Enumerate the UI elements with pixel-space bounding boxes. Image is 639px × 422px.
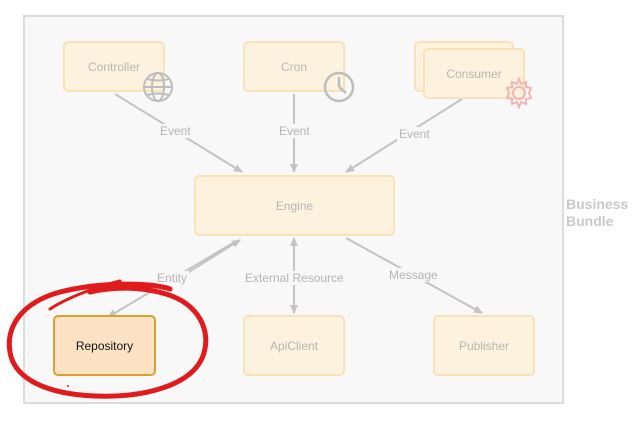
cron-label: Cron	[280, 59, 307, 74]
cron-node[interactable]: Cron	[243, 41, 345, 92]
repository-label: Repository	[75, 338, 134, 353]
edge-label-controller-event: Event	[158, 124, 193, 138]
business-bundle-label-line1: Business	[566, 196, 629, 212]
publisher-label: Publisher	[458, 338, 510, 353]
globe-icon	[143, 72, 173, 102]
business-bundle-label-line2: Bundle	[566, 213, 614, 229]
edge-label-external-resource: External Resource	[243, 271, 346, 285]
controller-label: Controller	[87, 59, 141, 74]
edge-label-message: Message	[387, 268, 440, 282]
repository-node[interactable]: Repository	[53, 315, 156, 376]
consumer-label: Consumer	[446, 66, 502, 81]
business-bundle-label: Business Bundle	[566, 196, 628, 230]
edge-label-consumer-event: Event	[397, 127, 432, 141]
engine-label: Engine	[275, 198, 314, 213]
apiclient-node[interactable]: ApiClient	[243, 315, 345, 376]
apiclient-label: ApiClient	[269, 338, 319, 353]
controller-node[interactable]: Controller	[63, 41, 165, 92]
engine-node[interactable]: Engine	[194, 175, 395, 236]
gear-icon	[505, 76, 533, 110]
edge-label-cron-event: Event	[277, 124, 312, 138]
clock-icon	[323, 71, 355, 103]
publisher-node[interactable]: Publisher	[433, 315, 535, 376]
edge-label-entity: Entity	[155, 271, 190, 285]
